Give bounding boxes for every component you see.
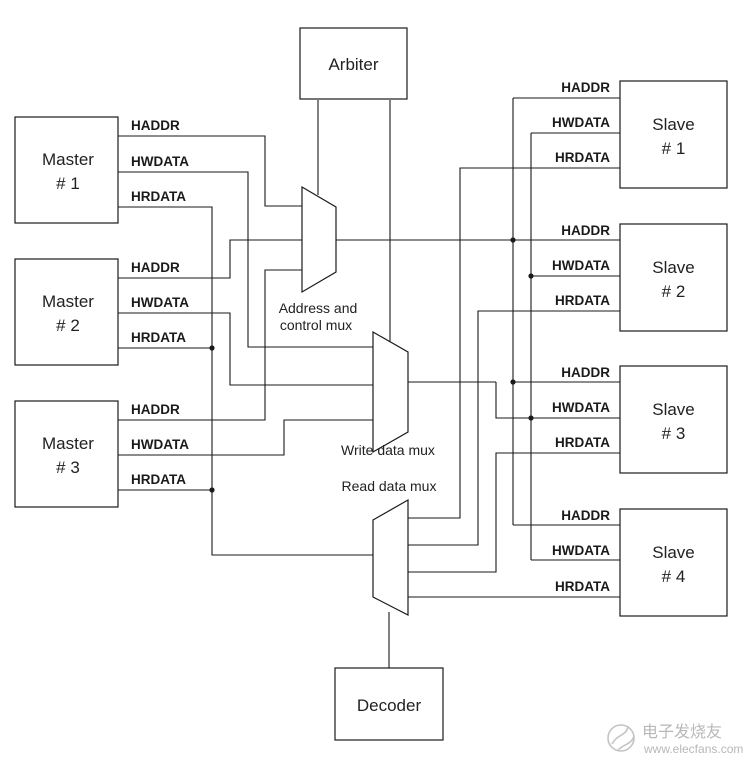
slave-3-block: Slave # 3 [619,365,728,474]
master-2-number: # 2 [56,316,80,335]
master-3-block: Master # 3 [14,400,119,508]
write-mux-caption: Write data mux [341,442,435,458]
address-mux-caption-line1: Address and [279,300,358,316]
slave-4-block: Slave # 4 [619,508,728,617]
decoder-block: Decoder [334,667,444,741]
junction-dot [209,487,215,493]
write-data-mux [372,330,409,454]
read-mux-caption: Read data mux [342,478,437,494]
slave-1-haddr-label: HADDR [561,80,610,95]
master-3-number: # 3 [56,458,80,477]
slave-4-hwdata-label: HWDATA [552,543,610,558]
master-1-number: # 1 [56,174,80,193]
slave-1-block: Slave # 1 [619,80,728,189]
junction-dot [510,379,516,385]
slave-3-number: # 3 [662,424,686,443]
master-1-hwdata-label: HWDATA [131,154,189,169]
junction-dot [528,415,534,421]
master-3-hrdata-label: HRDATA [131,472,186,487]
master-3-haddr-label: HADDR [131,402,180,417]
slave-2-hwdata-label: HWDATA [552,258,610,273]
master-3-hwdata-label: HWDATA [131,437,189,452]
arbiter-label: Arbiter [328,55,378,74]
master-2-title: Master [42,292,94,311]
master-2-hwdata-label: HWDATA [131,295,189,310]
master-1-title: Master [42,150,94,169]
slave-2-hrdata-label: HRDATA [555,293,610,308]
junction-dots [209,237,534,493]
wires [118,97,620,668]
address-control-mux [301,185,337,294]
slave-1-number: # 1 [662,139,686,158]
junction-dot [528,273,534,279]
master-signal-labels: HADDR HWDATA HRDATA HADDR HWDATA HRDATA … [131,118,189,487]
slave-1-hrdata-label: HRDATA [555,150,610,165]
junction-dot [510,237,516,243]
slave-2-number: # 2 [662,282,686,301]
master-1-hrdata-label: HRDATA [131,189,186,204]
master-1-block: Master # 1 [14,116,119,224]
slave-3-hwdata-label: HWDATA [552,400,610,415]
slave-4-number: # 4 [662,567,686,586]
slave-2-haddr-label: HADDR [561,223,610,238]
master-2-hrdata-label: HRDATA [131,330,186,345]
slave-2-block: Slave # 2 [619,223,728,332]
master-1-haddr-label: HADDR [131,118,180,133]
slave-4-title: Slave [652,543,695,562]
slave-3-haddr-label: HADDR [561,365,610,380]
address-mux-caption-line2: control mux [280,317,352,333]
arbiter-block: Arbiter [299,27,408,100]
slave-signal-labels: HADDR HWDATA HRDATA HADDR HWDATA HRDATA … [552,80,610,594]
slave-3-hrdata-label: HRDATA [555,435,610,450]
watermark-cn-text: 电子发烧友 [642,722,722,741]
master-2-haddr-label: HADDR [131,260,180,275]
slave-1-title: Slave [652,115,695,134]
slave-4-haddr-label: HADDR [561,508,610,523]
watermark-logo-icon [607,724,635,752]
decoder-label: Decoder [357,696,422,715]
slave-2-title: Slave [652,258,695,277]
watermark: 电子发烧友 www.elecfans.com [607,722,743,756]
slave-1-hwdata-label: HWDATA [552,115,610,130]
watermark-url: www.elecfans.com [643,742,743,756]
read-data-mux [372,498,409,616]
slave-4-hrdata-label: HRDATA [555,579,610,594]
slave-3-title: Slave [652,400,695,419]
master-3-title: Master [42,434,94,453]
junction-dot [209,345,215,351]
master-2-block: Master # 2 [14,258,119,366]
